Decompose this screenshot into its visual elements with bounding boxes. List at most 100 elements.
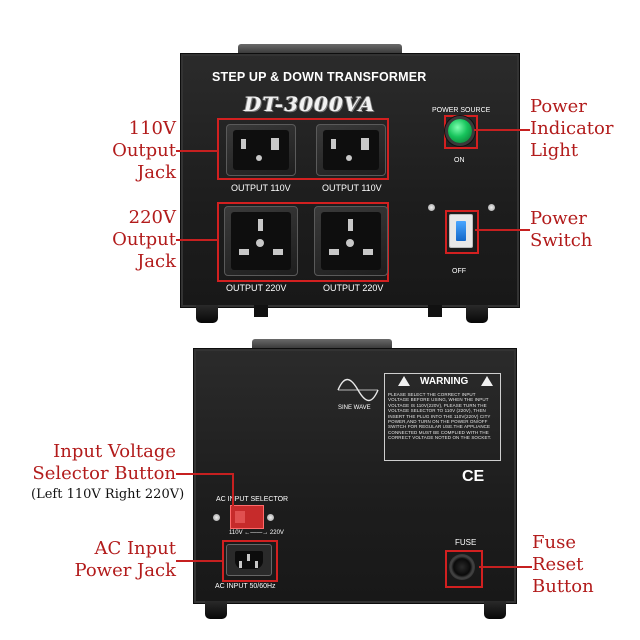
- leader-line: [479, 566, 532, 568]
- callout-line: Power Jack: [74, 560, 176, 581]
- socket-slot: [273, 249, 283, 255]
- callout-power-indicator: Power Indicator Light: [530, 96, 638, 162]
- fuse-label: FUSE: [455, 538, 477, 547]
- callout-line: Jack: [137, 162, 176, 183]
- callout-input-voltage-selector: Input Voltage Selector Button: [20, 441, 176, 485]
- leader-line: [475, 229, 530, 231]
- ac-input-selector-label: AC INPUT SELECTOR: [216, 496, 289, 503]
- jack-pin: [239, 561, 242, 568]
- callout-line: Jack: [137, 251, 176, 272]
- output-110-highlight: [217, 118, 389, 180]
- model-name: DT-3000VA: [244, 92, 376, 116]
- callout-ac-input-jack: AC Input Power Jack: [40, 538, 176, 582]
- warning-title: WARNING: [420, 376, 469, 387]
- callout-line: AC Input: [94, 538, 176, 559]
- jack-pin: [255, 561, 258, 568]
- fuse-reset-button[interactable]: [449, 554, 475, 580]
- callout-line: 110V: [128, 118, 176, 139]
- fuse-highlight: [445, 550, 483, 588]
- front-foot-right: [466, 305, 488, 323]
- socket-slot: [348, 219, 353, 231]
- selector-knob: [235, 511, 245, 523]
- warning-text: PLEASE SELECT THE CORRECT INPUT VOLTAGE …: [388, 392, 492, 441]
- back-foot-left: [205, 601, 227, 619]
- output-220-socket-2[interactable]: [314, 206, 388, 276]
- panel-title: STEP UP & DOWN TRANSFORMER: [212, 70, 427, 84]
- callout-line: Indicator: [530, 118, 614, 139]
- callout-line: Output: [112, 229, 176, 250]
- power-indicator-light: [448, 119, 472, 143]
- off-label: OFF: [452, 268, 466, 275]
- socket-face: [323, 130, 379, 170]
- callout-line: Switch: [530, 230, 593, 251]
- power-source-label: POWER SOURCE: [432, 107, 491, 114]
- callout-line: Selector Button: [32, 463, 176, 484]
- screw-icon: [428, 204, 435, 211]
- ac-input-highlight: [222, 540, 278, 582]
- callout-110v-output-jack: 110V Output Jack: [100, 118, 176, 184]
- callout-line: Light: [530, 140, 579, 161]
- output-110-socket-2[interactable]: [316, 124, 386, 176]
- output-110-label-1: OUTPUT 110V: [231, 183, 291, 193]
- leader-line: [176, 473, 234, 475]
- sine-wave-label: SINE WAVE: [338, 405, 371, 411]
- output-110-label-2: OUTPUT 110V: [322, 183, 382, 193]
- callout-220v-output-jack: 220V Output Jack: [100, 207, 176, 273]
- socket-slot: [329, 249, 339, 255]
- warning-triangle-icon: [398, 376, 410, 386]
- jack-pin: [247, 554, 250, 561]
- screw-icon: [267, 514, 274, 521]
- socket-ground: [256, 155, 262, 161]
- socket-slot: [241, 139, 246, 149]
- sine-wave-icon: [337, 378, 379, 402]
- power-switch[interactable]: [449, 214, 473, 248]
- selector-range-label: 110V ←——→ 220V: [229, 530, 284, 536]
- selector-note: (Left 110V Right 220V): [31, 487, 185, 502]
- callout-line: Input Voltage: [53, 441, 176, 462]
- output-220-label-2: OUTPUT 220V: [323, 283, 384, 293]
- socket-slot: [331, 139, 336, 149]
- socket-slot: [258, 219, 263, 231]
- front-foot-mid-left: [254, 305, 268, 317]
- power-switch-highlight: [445, 210, 479, 254]
- warning-triangle-icon: [481, 376, 493, 386]
- output-220-label-1: OUTPUT 220V: [226, 283, 287, 293]
- power-indicator-highlight: [444, 115, 478, 149]
- leader-line: [176, 239, 218, 241]
- front-foot-mid-right: [428, 305, 442, 317]
- output-110-socket-1[interactable]: [226, 124, 296, 176]
- socket-ground: [346, 239, 354, 247]
- socket-slot: [271, 138, 279, 150]
- socket-ground: [256, 239, 264, 247]
- ac-input-power-jack[interactable]: [226, 544, 272, 576]
- callout-line: 220V: [128, 207, 176, 228]
- back-foot-right: [484, 601, 506, 619]
- socket-face: [233, 130, 289, 170]
- input-voltage-selector[interactable]: [230, 505, 264, 529]
- output-220-highlight: [217, 202, 389, 282]
- switch-rocker: [456, 221, 466, 241]
- screw-icon: [213, 514, 220, 521]
- socket-slot: [363, 249, 373, 255]
- front-foot-left: [196, 305, 218, 323]
- leader-line: [176, 560, 222, 562]
- socket-ground: [346, 155, 352, 161]
- on-label: ON: [454, 157, 465, 164]
- callout-line: Output: [112, 140, 176, 161]
- leader-line: [474, 129, 530, 131]
- screw-icon: [488, 204, 495, 211]
- leader-line: [176, 150, 218, 152]
- callout-line: Fuse: [532, 532, 576, 553]
- callout-line: Reset: [532, 554, 584, 575]
- callout-fuse-reset: Fuse Reset Button: [532, 532, 636, 598]
- warning-box: [384, 373, 501, 461]
- socket-slot: [361, 138, 369, 150]
- ce-mark: CE: [462, 468, 485, 485]
- callout-line: Power: [530, 96, 587, 117]
- leader-line: [232, 473, 234, 506]
- output-220-socket-1[interactable]: [224, 206, 298, 276]
- ac-input-label: AC INPUT 50/60Hz: [215, 583, 276, 590]
- callout-line: Button: [532, 576, 594, 597]
- callout-line: Power: [530, 208, 587, 229]
- callout-power-switch: Power Switch: [530, 208, 638, 252]
